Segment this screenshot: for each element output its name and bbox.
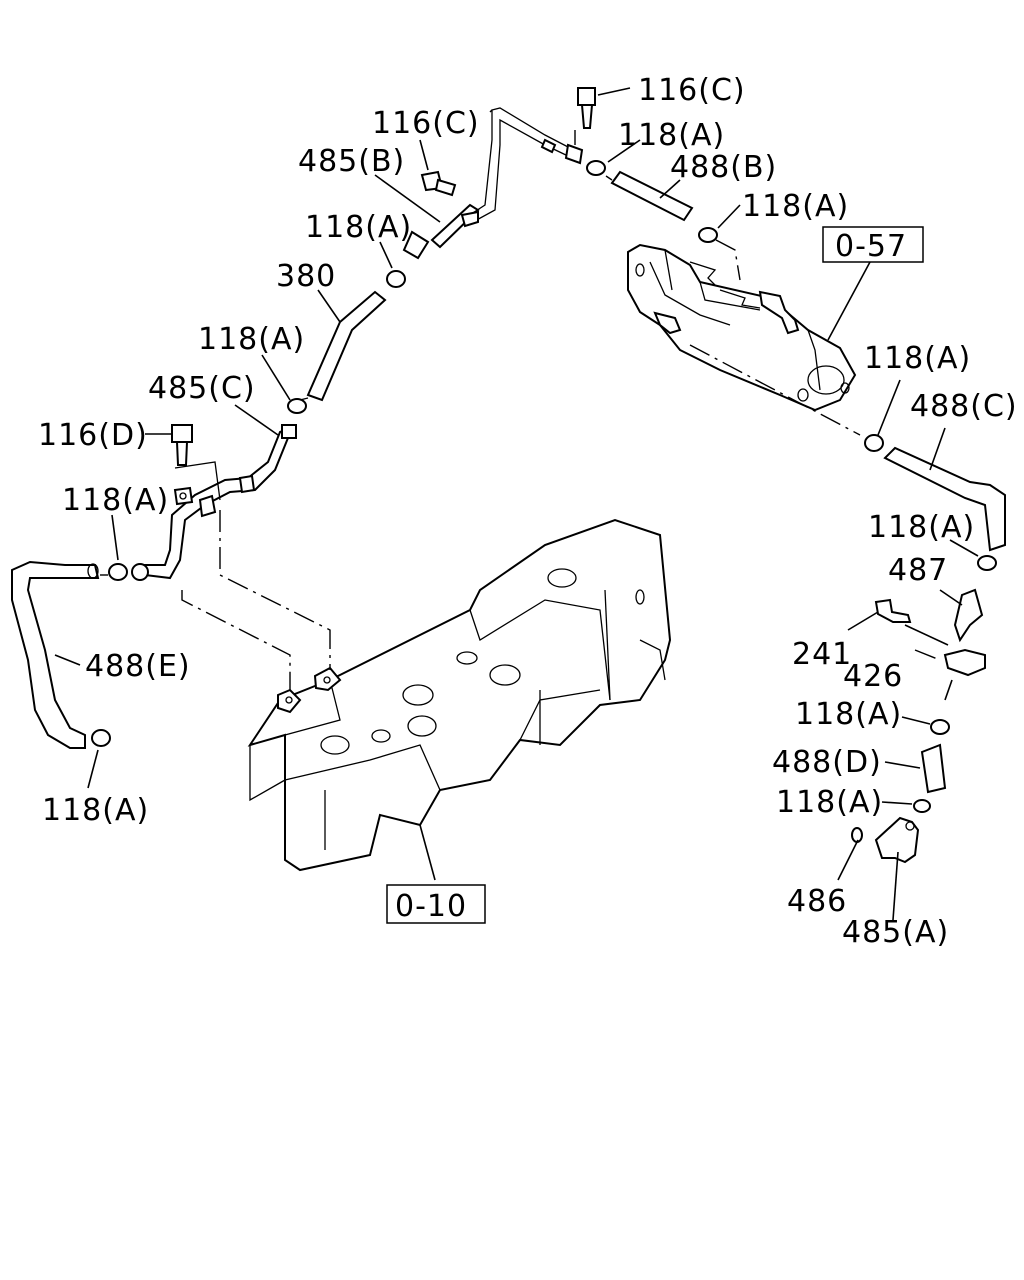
clamp-118a bbox=[91, 160, 997, 843]
ref-057-text: 0-57 bbox=[835, 229, 907, 264]
part-labels: 116(C) 116(C) 118(A) 485(B) 488(B) 118(A… bbox=[38, 73, 1018, 950]
label-486: 486 bbox=[787, 884, 847, 919]
label-488c: 488(C) bbox=[910, 389, 1018, 424]
pipe-485b bbox=[430, 203, 480, 249]
label-485a: 485(A) bbox=[842, 915, 949, 950]
leader-lines bbox=[54, 87, 979, 921]
label-380: 380 bbox=[276, 259, 336, 294]
label-118a-9: 118(A) bbox=[795, 697, 902, 732]
label-488d: 488(D) bbox=[772, 745, 882, 780]
bolt-116d bbox=[171, 424, 193, 466]
ref-box-010: 0-10 bbox=[386, 884, 486, 924]
label-116c-mid: 116(C) bbox=[372, 106, 480, 141]
label-118a-1: 118(A) bbox=[618, 118, 725, 153]
label-241: 241 bbox=[792, 637, 852, 672]
ref-010-text: 0-10 bbox=[395, 889, 467, 924]
center-lines bbox=[100, 109, 941, 690]
label-485c: 485(C) bbox=[148, 371, 256, 406]
label-487: 487 bbox=[888, 553, 948, 588]
label-116c-top: 116(C) bbox=[638, 73, 746, 108]
label-118a-7: 118(A) bbox=[864, 341, 971, 376]
label-118a-8: 118(A) bbox=[868, 510, 975, 545]
cooler-assembly bbox=[627, 243, 857, 412]
label-426: 426 bbox=[843, 659, 903, 694]
ref-box-057: 0-57 bbox=[822, 226, 924, 264]
label-118a-4: 118(A) bbox=[198, 322, 305, 357]
label-485b: 485(B) bbox=[298, 144, 405, 179]
bolt-241 bbox=[874, 598, 912, 623]
hose-488d bbox=[920, 743, 947, 794]
label-116d: 116(D) bbox=[38, 418, 148, 453]
tank-assembly bbox=[247, 518, 672, 872]
hose-488b bbox=[610, 170, 694, 222]
hose-488e bbox=[11, 560, 100, 749]
label-118a-3: 118(A) bbox=[305, 210, 412, 245]
label-118a-2: 118(A) bbox=[742, 189, 849, 224]
bolt-116c-top bbox=[577, 87, 596, 129]
label-118a-10: 118(A) bbox=[776, 785, 883, 820]
label-118a-5: 118(A) bbox=[62, 483, 169, 518]
label-488e: 488(E) bbox=[85, 649, 191, 684]
label-488b: 488(B) bbox=[670, 150, 777, 185]
valve-487 bbox=[953, 588, 984, 643]
hose-380 bbox=[306, 290, 387, 402]
bracket-426 bbox=[943, 648, 986, 677]
label-118a-6: 118(A) bbox=[42, 793, 149, 828]
bolt-116c-mid bbox=[420, 170, 457, 197]
